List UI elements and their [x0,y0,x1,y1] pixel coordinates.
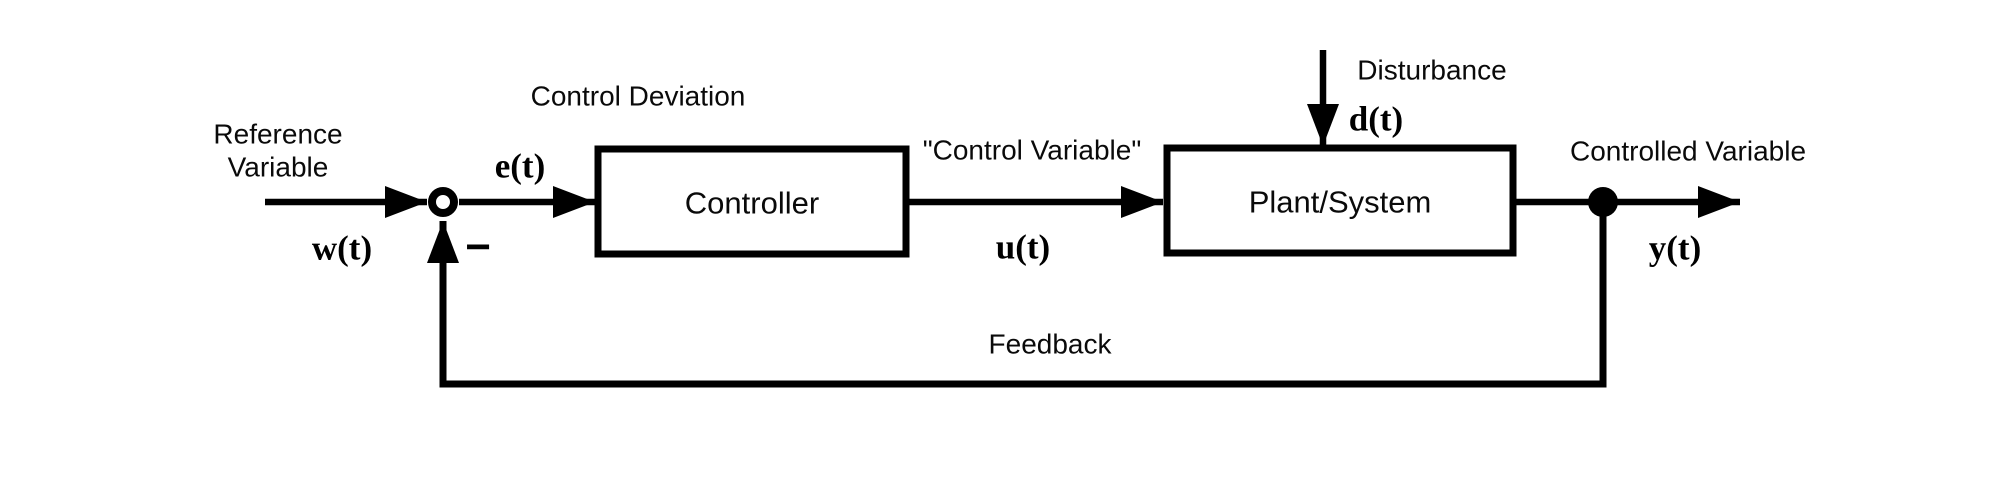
minus-sign-label: − [465,223,491,272]
u-signal-label: u(t) [996,228,1050,267]
controller-block [594,145,910,258]
e-signal-label: e(t) [495,147,546,186]
controlled-variable-label: Controlled Variable [1570,136,1806,167]
disturbance-label: Disturbance [1357,55,1506,86]
control-variable-label: "Control Variable" [923,135,1142,166]
y-signal-label: y(t) [1649,229,1701,268]
feedback-path [427,202,1607,388]
reference-variable-label-line2: Variable [228,152,329,183]
summing-junction [428,187,458,217]
d-signal-label: d(t) [1349,100,1403,139]
feedback-label: Feedback [989,329,1113,360]
plant-block [1163,144,1517,257]
w-signal-label: w(t) [312,229,372,268]
branch-point [1588,187,1618,217]
control-deviation-label: Control Deviation [531,81,746,112]
controller-block-label: Controller [685,186,819,221]
reference-variable-label-line1: Reference [213,119,342,150]
plant-block-label: Plant/System [1249,185,1432,220]
